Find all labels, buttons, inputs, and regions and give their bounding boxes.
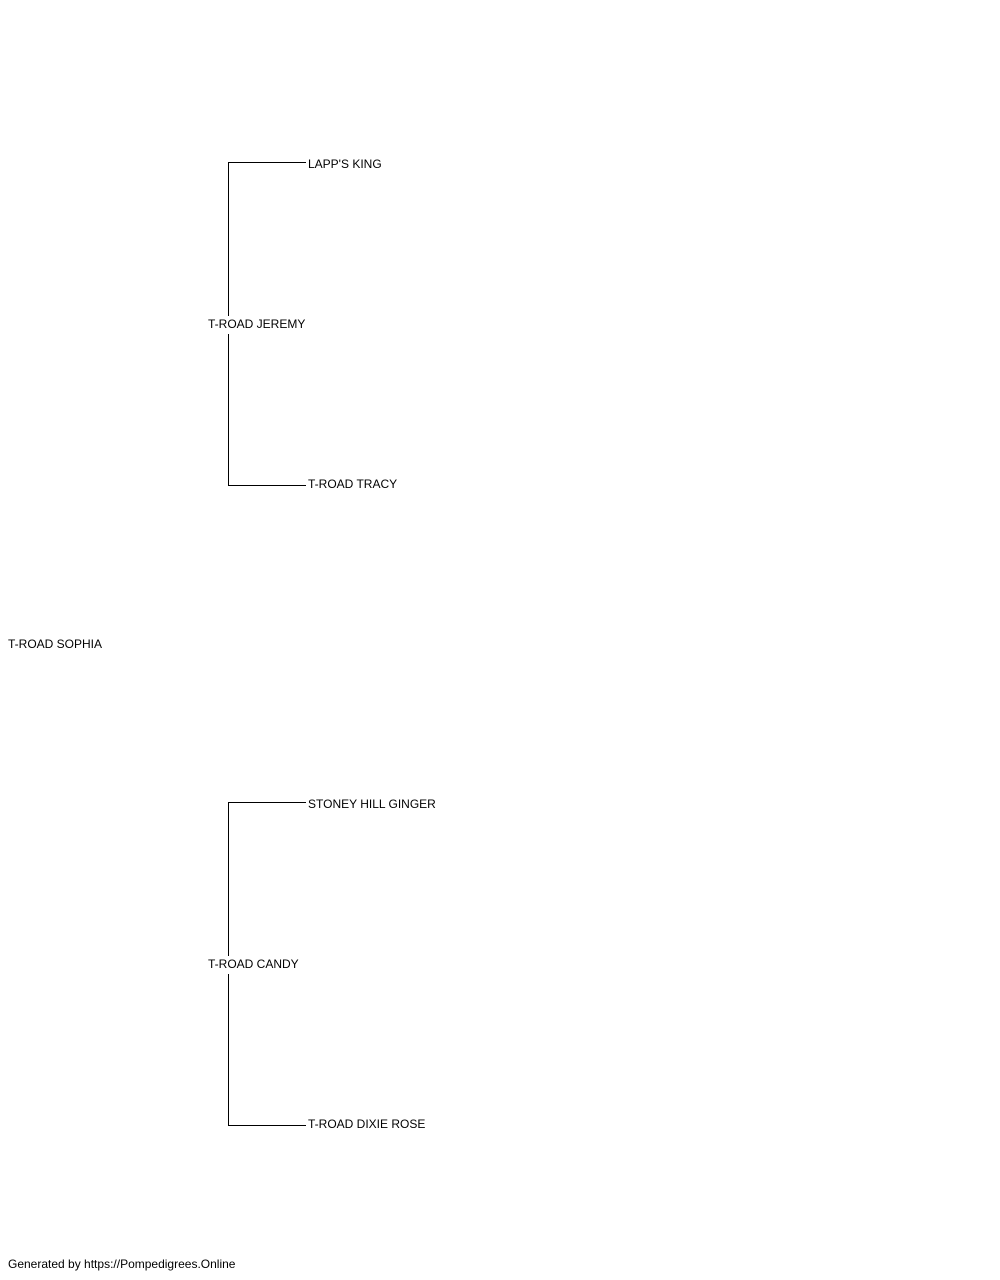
sire-dam-name: T-ROAD TRACY — [308, 477, 398, 491]
dam-dam-name: T-ROAD DIXIE ROSE — [308, 1117, 426, 1131]
subject-name: T-ROAD SOPHIA — [8, 637, 103, 651]
sire-name: T-ROAD JEREMY — [208, 317, 306, 331]
dam-name: T-ROAD CANDY — [208, 957, 299, 971]
dam-sire-name: STONEY HILL GINGER — [308, 797, 436, 811]
sire-sire-name: LAPP'S KING — [308, 157, 382, 171]
generated-by-footer: Generated by https://Pompedigrees.Online — [8, 1257, 236, 1271]
